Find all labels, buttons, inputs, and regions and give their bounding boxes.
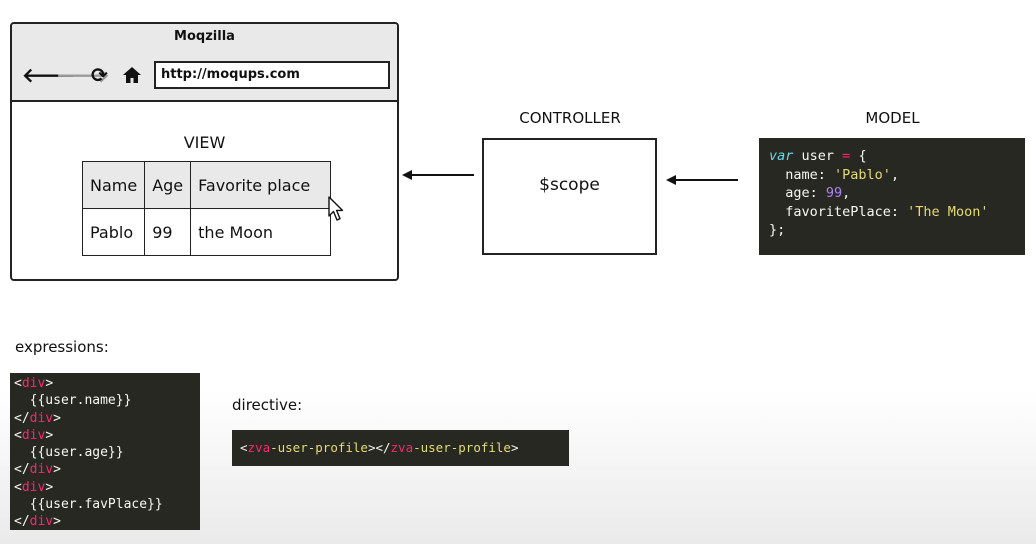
expressions-label: expressions: bbox=[15, 338, 109, 356]
code-string: 'The Moon' bbox=[907, 203, 989, 220]
arrow-model-to-controller bbox=[666, 175, 738, 185]
browser-title: Moqzilla bbox=[174, 29, 235, 44]
table-cell-favorite-place: the Moon bbox=[190, 208, 332, 256]
code-line: name: 'Pablo', bbox=[769, 166, 1015, 185]
code-tag-prefix: zva bbox=[247, 440, 271, 455]
code-line: favoritePlace: 'The Moon' bbox=[769, 203, 1015, 222]
mouse-cursor-icon bbox=[328, 196, 344, 221]
code-line: {{user.favPlace}} bbox=[14, 496, 196, 513]
table-header-name: Name bbox=[81, 161, 146, 209]
home-icon[interactable] bbox=[122, 64, 142, 85]
code-keyword: var bbox=[769, 148, 794, 164]
code-tag-prefix: zva bbox=[390, 440, 414, 455]
code-punct: > bbox=[53, 410, 61, 426]
reload-icon[interactable]: ⟳ bbox=[91, 63, 108, 87]
code-tag: div bbox=[29, 410, 54, 426]
code-punct: > bbox=[53, 514, 61, 530]
code-punct: > bbox=[53, 462, 61, 478]
browser-mockup: Moqzilla 🡐 🡒 ⟳ http://moqups.com VIEW Na… bbox=[10, 22, 399, 281]
code-punct: </ bbox=[14, 462, 30, 478]
code-punct: < bbox=[14, 427, 22, 443]
code-punct: </ bbox=[14, 514, 30, 530]
code-key: age: bbox=[769, 185, 826, 201]
code-key: name: bbox=[769, 166, 835, 183]
code-line: {{user.name}} bbox=[14, 392, 196, 409]
code-line: </div> bbox=[14, 461, 196, 478]
table-header-age: Age bbox=[144, 161, 192, 209]
code-brace: { bbox=[850, 148, 867, 164]
code-tag: div bbox=[21, 427, 46, 443]
code-identifier: user bbox=[793, 148, 843, 164]
table-header-favorite-place: Favorite place bbox=[190, 161, 332, 209]
table-row: Pablo 99 the Moon bbox=[81, 208, 332, 256]
code-punct: < bbox=[14, 376, 22, 391]
browser-toolbar: Moqzilla 🡐 🡒 ⟳ http://moqups.com bbox=[12, 24, 397, 102]
code-expression: {{user.favPlace}} bbox=[14, 497, 163, 513]
arrow-controller-to-view bbox=[402, 170, 474, 180]
code-operator: = bbox=[842, 148, 851, 164]
code-line: var user = { bbox=[769, 147, 1015, 166]
table-cell-age: 99 bbox=[144, 208, 192, 256]
forward-arrow-icon[interactable]: 🡒 bbox=[56, 63, 110, 87]
table-cell-name: Pablo bbox=[81, 208, 146, 256]
code-tag: div bbox=[29, 514, 54, 530]
code-punct: > bbox=[45, 376, 54, 391]
code-expression: {{user.age}} bbox=[14, 445, 124, 461]
code-tag: div bbox=[21, 376, 46, 391]
code-punct: < bbox=[240, 440, 248, 455]
code-tag-name: -user-profile bbox=[413, 440, 511, 455]
code-punct: < bbox=[14, 479, 22, 495]
code-punct: </ bbox=[14, 410, 30, 426]
code-punct: , bbox=[842, 185, 851, 201]
expressions-code-block: <div> {{user.name}}</div><div> {{user.ag… bbox=[10, 373, 200, 530]
code-line: <div> bbox=[14, 427, 196, 444]
code-string: 'Pablo' bbox=[834, 166, 891, 183]
code-tag-name: -user-profile bbox=[270, 440, 368, 455]
code-punct: > bbox=[45, 427, 54, 443]
code-tag: div bbox=[29, 462, 54, 478]
model-label: MODEL bbox=[865, 109, 920, 127]
code-punct: , bbox=[890, 166, 900, 183]
controller-box: $scope bbox=[482, 138, 657, 255]
code-number: 99 bbox=[825, 185, 843, 201]
code-punct: > bbox=[45, 479, 54, 495]
url-bar[interactable]: http://moqups.com bbox=[154, 61, 390, 89]
code-line: </div> bbox=[14, 513, 196, 530]
code-line: </div> bbox=[14, 410, 196, 427]
code-line: <div> bbox=[14, 375, 196, 392]
code-expression: {{user.name}} bbox=[14, 393, 132, 409]
back-arrow-icon[interactable]: 🡐 bbox=[22, 63, 76, 87]
code-punct: ></ bbox=[367, 440, 391, 455]
controller-label: CONTROLLER bbox=[519, 109, 621, 127]
code-punct: > bbox=[510, 440, 519, 455]
code-line: {{user.age}} bbox=[14, 444, 196, 461]
code-line: age: 99, bbox=[769, 184, 1015, 203]
code-brace: }; bbox=[769, 222, 786, 238]
code-line: <div> bbox=[14, 479, 196, 496]
table-header-row: Name Age Favorite place bbox=[81, 161, 332, 209]
directive-code-block: <zva-user-profile></zva-user-profile> bbox=[232, 430, 569, 466]
code-tag: div bbox=[21, 479, 46, 495]
scope-label: $scope bbox=[539, 175, 600, 195]
code-key: favoritePlace: bbox=[769, 203, 908, 220]
code-line: }; bbox=[769, 221, 1015, 240]
view-table: Name Age Favorite place Pablo 99 the Moo… bbox=[81, 161, 332, 256]
model-code-block: var user = { name: 'Pablo', age: 99, fav… bbox=[759, 138, 1025, 255]
directive-label: directive: bbox=[232, 396, 303, 414]
view-label: VIEW bbox=[183, 133, 226, 152]
